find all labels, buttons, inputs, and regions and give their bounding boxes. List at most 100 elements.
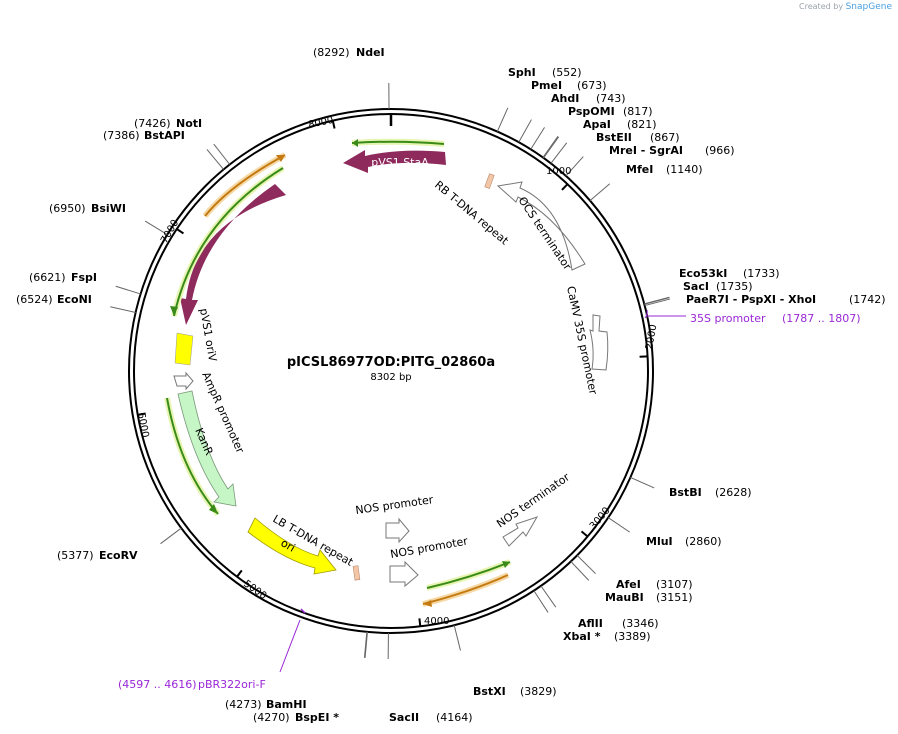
orange-orf-left-head xyxy=(276,155,285,162)
site-leader-8 xyxy=(589,183,611,201)
tick-marks xyxy=(137,114,648,627)
ocs-terminator-arrow[interactable] xyxy=(496,181,586,271)
site-name-bspei[interactable]: BspEI * xyxy=(295,711,339,724)
site-name-mlui[interactable]: MluI xyxy=(646,535,673,548)
snapgene-logo-text: SnapGene xyxy=(845,2,892,12)
site-pos-mfei: (1140) xyxy=(666,163,703,176)
nos-terminator-arrow[interactable] xyxy=(502,516,539,547)
site-leader-lines xyxy=(110,83,670,659)
tick-mark-3000 xyxy=(580,530,589,538)
tick-label-5000: 5000 xyxy=(241,578,268,602)
site-name-bstxi[interactable]: BstXI xyxy=(473,685,506,698)
site-name-pspomi[interactable]: PspOMI xyxy=(568,105,615,118)
backbone-outer-ring xyxy=(128,108,654,634)
camv-35s-promoter-arrow[interactable] xyxy=(589,314,609,371)
tick-label-6000: 6000 xyxy=(135,412,150,439)
tick-mark-1000 xyxy=(561,183,569,191)
primer-35s-range: (1787 .. 1807) xyxy=(782,312,861,325)
nos-promoter-1-arrow[interactable] xyxy=(385,517,410,544)
site-leader-17 xyxy=(533,590,549,613)
site-name-paer7i-pspxi-xhoi[interactable]: PaeR7I - PspXI - XhoI xyxy=(686,293,816,306)
site-leader-2 xyxy=(518,119,532,143)
site-name-fspi[interactable]: FspI xyxy=(71,271,97,284)
site-name-bstapi[interactable]: BstAPI xyxy=(144,129,185,142)
tick-mark-8000 xyxy=(331,120,336,129)
site-name-saci[interactable]: SacI xyxy=(683,280,709,293)
site-pos-sphi: (552) xyxy=(552,66,582,79)
site-name-econi[interactable]: EcoNI xyxy=(57,293,92,306)
kanr-orf xyxy=(166,397,219,515)
site-leader-10 xyxy=(644,297,670,305)
primer-35s-name[interactable]: 35S promoter xyxy=(690,312,766,325)
site-name-aflii[interactable]: AflII xyxy=(578,617,603,630)
site-pos-maubi: (3151) xyxy=(656,591,693,604)
site-leader-16 xyxy=(540,585,557,608)
kanr-orf-head xyxy=(209,504,218,514)
site-name-mfei[interactable]: MfeI xyxy=(626,163,653,176)
site-pos-saci: (1735) xyxy=(716,280,753,293)
site-pos-bstapi: (7386) xyxy=(103,129,140,142)
site-name-apai[interactable]: ApaI xyxy=(583,118,611,131)
lb-tdna-box[interactable] xyxy=(352,565,361,581)
site-name-pmei[interactable]: PmeI xyxy=(531,79,562,92)
site-name-bsiwi[interactable]: BsiWI xyxy=(91,202,126,215)
site-pos-aflii: (3346) xyxy=(622,617,659,630)
site-name-bsteii[interactable]: BstEII xyxy=(596,131,632,144)
ampr-promoter-arrow[interactable] xyxy=(173,371,194,391)
tick-mark-7000 xyxy=(176,228,185,235)
site-pos-bstxi: (3829) xyxy=(520,685,557,698)
site-pos-mrei-sgrai: (966) xyxy=(705,144,735,157)
plasmid-size: 8302 bp xyxy=(370,372,411,383)
ori-arrow[interactable] xyxy=(247,517,337,575)
primer-pbr322-name[interactable]: pBR322ori-F xyxy=(198,678,266,691)
pvs1-staa-arrow[interactable] xyxy=(343,150,446,173)
site-pos-sacii: (4164) xyxy=(436,711,473,724)
site-leader-5 xyxy=(543,136,560,159)
pvs1-oriv-box[interactable] xyxy=(174,332,194,366)
tick-label-8000: 8000 xyxy=(307,115,334,131)
site-leader-15 xyxy=(570,561,590,581)
site-name-afei[interactable]: AfeI xyxy=(616,578,641,591)
site-leader-6 xyxy=(550,142,568,164)
site-leader-3 xyxy=(530,127,545,150)
site-leader-26 xyxy=(206,149,224,170)
site-pos-ndei: (8292) xyxy=(313,46,350,59)
site-name-ahdi[interactable]: AhdI xyxy=(551,92,579,105)
nos-promoter-2-arrow[interactable] xyxy=(389,560,419,588)
kanr-arrow[interactable] xyxy=(177,390,237,507)
site-name-noti[interactable]: NotI xyxy=(176,117,202,130)
site-name-sacii[interactable]: SacII xyxy=(389,711,419,724)
rb-tdna-label: RB T-DNA repeat xyxy=(432,178,511,247)
pvs1-staa-orf-head xyxy=(352,139,358,147)
tick-label-2000: 2000 xyxy=(644,324,659,351)
site-pos-fspi: (6621) xyxy=(29,271,66,284)
site-leader-21 xyxy=(363,631,368,658)
site-name-sphi[interactable]: SphI xyxy=(508,66,536,79)
site-pos-apai: (821) xyxy=(627,118,657,131)
site-leader-13 xyxy=(607,517,630,533)
pvs1-repa-arrow[interactable] xyxy=(180,184,286,325)
site-name-eco53ki[interactable]: Eco53kI xyxy=(679,267,727,280)
green-orf-bottom-head xyxy=(502,561,510,568)
site-name-ndei[interactable]: NdeI xyxy=(356,46,385,59)
site-pos-bsiwi: (6950) xyxy=(49,202,86,215)
site-name-ecorv[interactable]: EcoRV xyxy=(99,549,138,562)
site-name-mrei-sgrai[interactable]: MreI - SgrAI xyxy=(609,144,683,157)
site-name-xbai[interactable]: XbaI * xyxy=(563,630,601,643)
site-leader-20 xyxy=(364,631,368,658)
primer-pbr322-mark xyxy=(300,608,306,614)
site-name-maubi[interactable]: MauBI xyxy=(605,591,644,604)
created-by-text: Created by xyxy=(799,2,844,11)
site-leader-22 xyxy=(160,527,182,545)
green-orf-bottom xyxy=(426,561,511,589)
orange-orf-bottom-head xyxy=(423,600,432,607)
site-name-bstbi[interactable]: BstBI xyxy=(669,486,702,499)
rb-tdna-box[interactable] xyxy=(484,173,495,189)
site-name-bamhi[interactable]: BamHI xyxy=(266,698,307,711)
site-pos-bstbi: (2628) xyxy=(715,486,752,499)
site-pos-bamhi: (4273) xyxy=(225,698,262,711)
tick-label-1000: 1000 xyxy=(546,166,571,177)
pvs1-oriv-label: pVS1 oriV xyxy=(197,307,219,363)
tick-mark-5000 xyxy=(236,569,243,578)
tick-mark-6000 xyxy=(137,412,146,416)
